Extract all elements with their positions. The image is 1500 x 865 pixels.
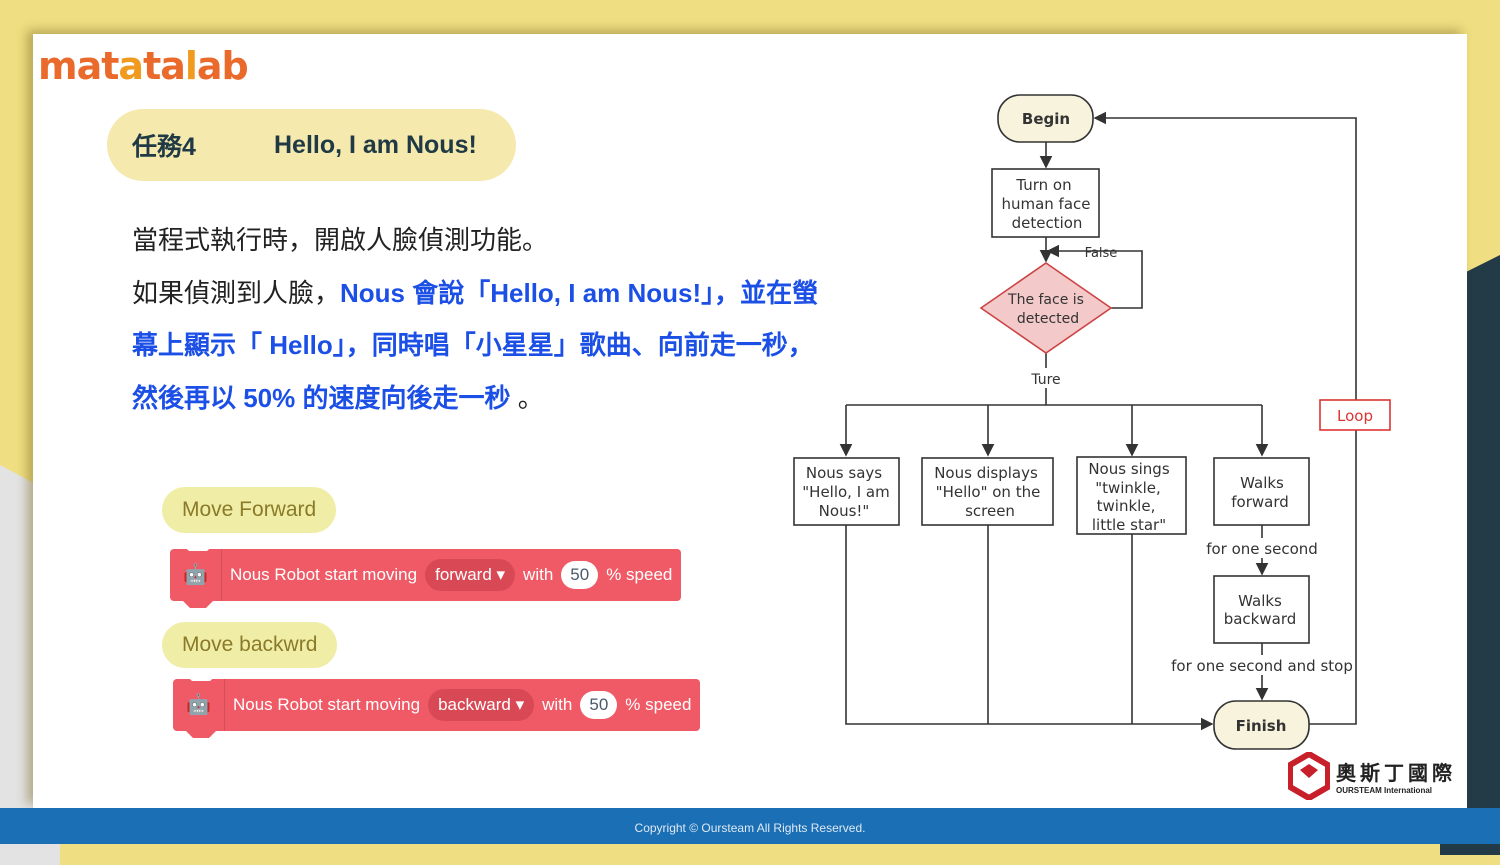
description-line-2: 如果偵測到人臉，Nous 會說「Hello, I am Nous!」，並在螢 [132, 273, 818, 310]
finish-node [1213, 700, 1310, 750]
for-one-second-stop-label: for one second and stop [1171, 657, 1353, 675]
sings-text: "twinkle, [1095, 479, 1161, 497]
partner-name-en: OURSTEAM International [1336, 786, 1433, 795]
line4-end: 。 [517, 383, 544, 413]
turn-on-text: detection [1012, 214, 1083, 232]
sings-text: Nous sings [1088, 460, 1169, 478]
backward-text: Walks [1238, 592, 1282, 610]
for-one-second-label: for one second [1206, 540, 1318, 558]
move-forward-label: Move Forward [162, 487, 337, 533]
loop-label: Loop [1337, 407, 1373, 425]
partner-name-cn: 奧斯丁國際 [1336, 763, 1456, 785]
task-title: 任務4 Hello, I am Nous! [107, 109, 516, 181]
displays-node [921, 457, 1054, 526]
displays-text: "Hello" on the [936, 483, 1041, 501]
line2-blue: Nous 會說「Hello, I am Nous!」，並在螢 [340, 278, 819, 308]
description-line-3: 幕上顯示「 Hello」，同時唱「小星星」歌曲、向前走一秒， [132, 330, 814, 360]
backward-text: backward [1224, 610, 1297, 628]
turn-on-node [991, 168, 1100, 238]
begin-node [997, 94, 1094, 143]
block-suffix: % speed [606, 565, 673, 584]
says-node [793, 457, 900, 526]
block-prefix: Nous Robot start moving [233, 695, 421, 714]
line4-blue: 然後再以 50% 的速度向後走一秒 [132, 383, 511, 413]
task-name: Hello, I am Nous! [274, 130, 477, 159]
sings-text: little star" [1092, 516, 1166, 534]
says-text: Nous says [806, 464, 882, 482]
displays-text: screen [965, 502, 1015, 520]
says-text: Nous!" [819, 502, 870, 520]
matatalab-logo: matatalab [38, 44, 249, 88]
description-line-1: 當程式執行時，開啟人臉偵測功能。 [132, 225, 549, 255]
sings-text: twinkle, [1097, 497, 1156, 515]
speed-input[interactable]: 50 [580, 691, 618, 719]
sings-node [1076, 456, 1187, 535]
decision-node [979, 262, 1113, 354]
forward-node [1213, 457, 1310, 526]
forward-text: Walks [1240, 474, 1284, 492]
block-with: with [542, 695, 573, 714]
false-label: False [1085, 246, 1118, 261]
oursteam-logo-icon [1288, 752, 1330, 800]
backward-node [1213, 575, 1310, 644]
true-label: Ture [1030, 372, 1060, 388]
task-number: 任務4 [132, 133, 196, 161]
speed-input[interactable]: 50 [561, 561, 599, 589]
robot-icon: 🤖 [173, 679, 225, 731]
move-backward-block[interactable]: 🤖 Nous Robot start moving backward ▾ wit… [173, 679, 700, 731]
direction-dropdown[interactable]: forward ▾ [425, 559, 516, 591]
oursteam-brand: 奧斯丁國際 OURSTEAM International [1288, 752, 1456, 800]
flowchart: Begin Turn on human face detection False… [793, 94, 1391, 750]
direction-value: forward [435, 565, 492, 584]
robot-icon: 🤖 [170, 549, 222, 601]
decision-text: detected [1017, 311, 1079, 327]
turn-on-text: human face [1001, 195, 1090, 213]
move-backward-label: Move backwrd [162, 622, 338, 668]
decision-text: The face is [1007, 292, 1084, 308]
begin-text: Begin [1022, 110, 1070, 128]
description-line-4: 然後再以 50% 的速度向後走一秒 。 [132, 378, 544, 415]
line2-plain: 如果偵測到人臉， [132, 278, 341, 308]
finish-text: Finish [1236, 717, 1287, 735]
block-prefix: Nous Robot start moving [230, 565, 418, 584]
block-with: with [523, 565, 554, 584]
forward-text: forward [1231, 493, 1289, 511]
direction-value: backward [438, 695, 511, 714]
turn-on-text: Turn on [1015, 176, 1071, 194]
footer: Copyright © Oursteam All Rights Reserved… [0, 808, 1500, 844]
direction-dropdown[interactable]: backward ▾ [428, 689, 535, 721]
loop-box [1319, 399, 1391, 431]
move-forward-block[interactable]: 🤖 Nous Robot start moving forward ▾ with… [170, 549, 681, 601]
displays-text: Nous displays [934, 464, 1038, 482]
says-text: "Hello, I am [802, 483, 889, 501]
block-suffix: % speed [625, 695, 692, 714]
